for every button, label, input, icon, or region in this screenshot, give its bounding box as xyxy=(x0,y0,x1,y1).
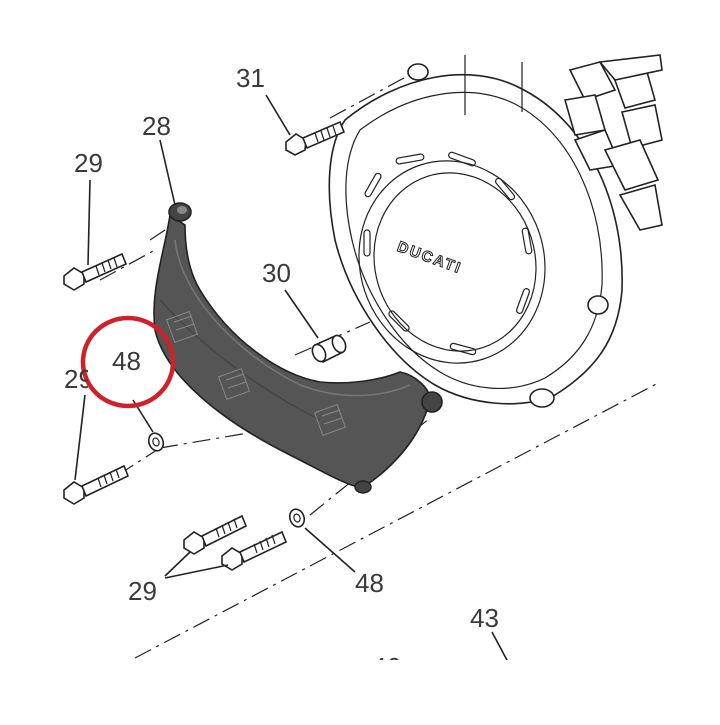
cover-vent-slots xyxy=(363,151,533,356)
cover-lug-top xyxy=(407,63,429,81)
clutch-cover: DUCATI xyxy=(328,55,623,408)
bolt-29-lower-b xyxy=(221,530,288,571)
cover-lug-bottom xyxy=(529,388,555,408)
clutch-cover-guard xyxy=(153,202,443,494)
guard-mesh-patches xyxy=(165,310,347,437)
bolt-29-middle xyxy=(63,464,130,505)
callout-29-bottom: 29 xyxy=(128,576,157,606)
leader-lines xyxy=(74,94,509,663)
callout-43: 43 xyxy=(470,603,499,633)
callout-30: 30 xyxy=(262,258,291,288)
washer-48-left xyxy=(147,432,165,452)
guard-right-boss xyxy=(421,391,443,413)
callout-48-right: 48 xyxy=(355,568,384,598)
callout-48-circled: 48 xyxy=(112,346,141,376)
callout-28: 28 xyxy=(142,111,171,141)
engine-fins xyxy=(563,54,663,231)
bolt-31 xyxy=(285,120,346,156)
callout-labels: 31 28 29 30 48 29 29 48 43 46 xyxy=(64,63,499,682)
spacer xyxy=(311,334,347,364)
guard-bottom-boss xyxy=(354,480,372,494)
washer-48-right xyxy=(288,508,306,528)
cover-lug-right xyxy=(587,295,609,315)
callout-31: 31 xyxy=(236,63,265,93)
callout-29-partial: 29 xyxy=(64,364,93,394)
highlight-circle xyxy=(80,315,176,409)
bolt-29-lower-a xyxy=(183,514,248,555)
callout-29-top: 29 xyxy=(74,148,103,178)
bottom-crop xyxy=(0,660,720,720)
bolt-29-top xyxy=(63,252,128,291)
